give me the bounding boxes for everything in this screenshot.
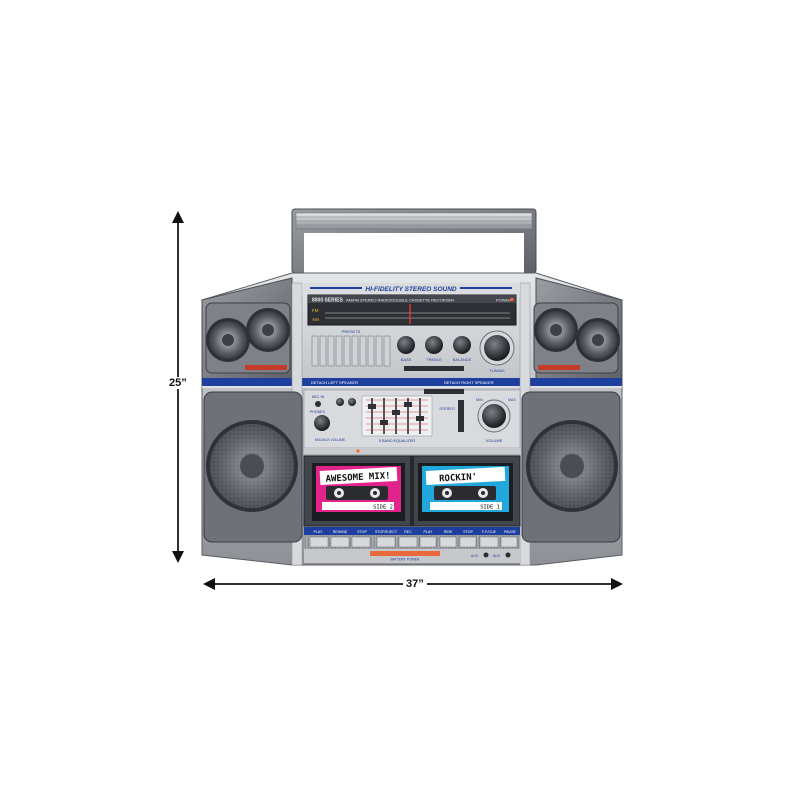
aux-label-2: AUX [493,554,501,558]
model-badge: 8000 SERIES [312,298,344,304]
preset-buttons [311,335,391,367]
aux-label-1: AUX [471,554,479,558]
band-fm-label: FM [312,308,319,313]
equalizer-sliders [368,398,424,434]
tape-left-title: AWESOME MIX! [325,471,390,484]
tape-left-side: SIDE 2 [373,505,393,511]
radio-dial: 8000 SERIES AM/FM STEREO RADIO/DOUBLE CA… [307,294,517,326]
mic-jack [315,401,321,407]
height-label: 25” [166,377,190,389]
tuning-label: TUNING [489,368,504,373]
tape-left: AWESOME MIX! SIDE 2 [312,463,405,521]
cassette-deck: AWESOME MIX! SIDE 2 ROCKIN' SIDE 1 [303,455,521,527]
balance-knob [453,336,471,354]
top-banner: HI-FIDELITY STEREO SOUND [302,283,520,293]
banner-text: HI-FIDELITY STEREO SOUND [365,286,457,293]
tuning-knob [484,335,510,361]
mode-switch [458,400,464,432]
left-tweeter-speakers [205,302,291,374]
volume-knob [482,404,506,428]
left-woofer [203,391,303,543]
transport-label-10: PAUSE [504,530,517,534]
balance-label: BALANCE [453,357,472,362]
equalizer-label: 5 BAND EQUALIZER [379,439,416,443]
width-label: 37” [403,578,427,590]
transport-label-1: PLAY [314,530,324,534]
transport-label-9: F.F./CUE [482,530,497,534]
transport-label-8: STOP [463,530,473,534]
mixer-panel: MIC IN PHONES MIC/AUX VOLUME [303,389,521,454]
presets-label: PRESETS [342,329,361,334]
mode-label: STEREO [439,407,455,411]
volume-min-label: MIN [476,398,483,402]
transport-label-5: REC [404,530,412,534]
tape-right-side: SIDE 1 [480,505,500,511]
phones-label: PHONES [310,410,325,414]
transport-label-6: PLAY [424,530,434,534]
mic-vol-label: MIC/AUX VOLUME [315,438,346,442]
bass-knob [397,336,415,354]
volume-max-label: MAX [508,398,516,402]
power-label: POWER [496,298,511,303]
volume-label: VOLUME [486,438,503,443]
battery-label: BATTERY POWER [390,558,420,562]
detach-left-label: DETACH LEFT SPEAKER [311,380,358,385]
mic-in-label: MIC IN [312,394,325,399]
right-tweeter-speakers [533,302,620,374]
right-woofer [521,391,621,543]
bass-label: BASS [401,357,412,362]
transport-label-4: STOP/EJECT [375,530,398,534]
handle [291,208,537,275]
tape-right-title: ROCKIN' [439,472,477,484]
transport-controls: PLAY REWIND STOP STOP/EJECT REC PLAY REW… [304,527,520,563]
power-led [510,297,514,302]
band-am-label: AM [312,317,319,322]
mic-volume-knob [314,415,330,431]
transport-label-7: REW [444,530,453,534]
treble-label: TREBLE [426,357,442,362]
transport-label-2: REWIND [333,530,348,534]
radio-caption: AM/FM STEREO RADIO/DOUBLE CASSETTE RECOR… [346,298,454,303]
transport-label-3: STOP [357,530,367,534]
radio-controls: PRESETS BASS TREBLE BALANCE TUNING [311,329,515,373]
treble-knob [425,336,443,354]
detach-right-label: DETACH RIGHT SPEAKER [444,380,494,385]
tape-right: ROCKIN' SIDE 1 [418,463,513,521]
